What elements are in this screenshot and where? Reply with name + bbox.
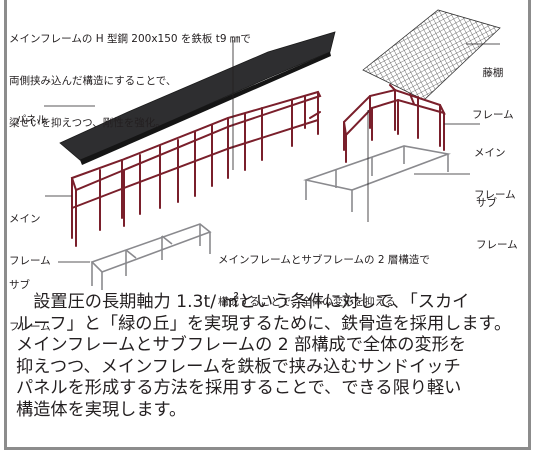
panel-label: パネル <box>15 114 48 126</box>
main-frame-right <box>342 84 446 163</box>
sub-frame-right-label: サブ フレーム <box>476 197 518 251</box>
leader-lines <box>44 40 500 263</box>
description-line: パネルを形成する方法を採用することで、できる限り軽い <box>16 378 462 398</box>
description-text: 設置圧の長期軸力 1.3t/ ㎡という条件に対して、「スカイ ルーフ」と「緑の丘… <box>16 292 526 421</box>
description-line: 設置圧の長期軸力 1.3t/ ㎡という条件に対して、「スカイ <box>16 292 470 312</box>
two-layer-note: メインフレームとサブフレームの 2 層構造で 構成することで、全体の変形を抑える <box>218 254 430 308</box>
description-line: メインフレームとサブフレームの 2 部構成で全体の変形を <box>16 335 467 355</box>
steel-panel-edge <box>80 52 331 165</box>
main-frame-left-label: メイン フレーム <box>9 213 51 267</box>
sub-frame-left-label: サブ フレーム <box>9 279 51 333</box>
sub-frame-left <box>90 223 212 290</box>
trellis-grid <box>362 9 501 101</box>
sub-frame-right <box>303 145 451 212</box>
description-line: 構造体を実現します。 <box>16 399 187 420</box>
description-line: ルーフ」と「緑の丘」を実現するために、鉄骨造を採用します。 <box>16 313 512 334</box>
main-frame-left <box>70 90 322 247</box>
description-line: 抑えつつ、メインフレームを鉄板で挟み込むサンドイッチ <box>16 356 461 377</box>
structure-diagram <box>44 9 501 290</box>
top-note: メインフレームの H 型鋼 200x150 を鉄板 t9 ㎜で 両側挟み込んだ構… <box>9 33 251 129</box>
trellis-frame-label: 藤棚 フレーム <box>472 67 514 121</box>
main-frame-right-label: メイン フレーム <box>474 147 516 201</box>
